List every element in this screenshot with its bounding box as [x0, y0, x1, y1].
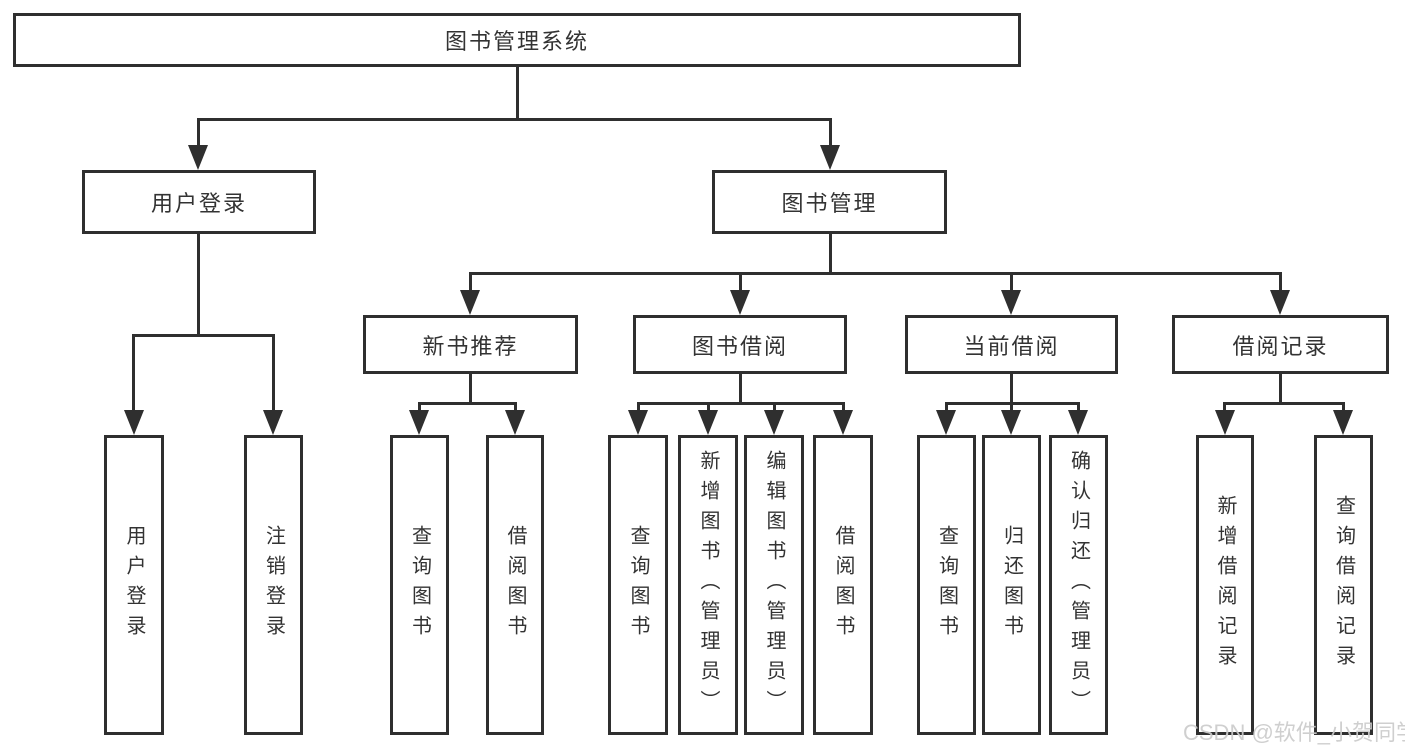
connector-drop-borrow-record [1279, 272, 1282, 294]
connector-level3-bus [469, 272, 1282, 275]
connector-drop-cb-confirm [1077, 402, 1080, 414]
node-new-book-recommend-label: 新书推荐 [422, 333, 519, 359]
node-cb-confirm-return-label: 确认归还（管理员） [1067, 450, 1090, 720]
node-current-borrow-label: 当前借阅 [963, 333, 1060, 359]
connector-drop-book-management [829, 118, 832, 148]
node-bb-query-book: 查询图书 [608, 435, 668, 735]
node-bb-edit-book-label: 编辑图书（管理员） [763, 450, 785, 720]
connector-drop-leaf-user-login [132, 334, 135, 414]
node-rec-query-book-label: 查询图书 [408, 525, 431, 645]
connector-drop-bb-borrow [842, 402, 845, 414]
node-cb-confirm-return: 确认归还（管理员） [1049, 435, 1108, 735]
node-book-management-label: 图书管理 [781, 191, 878, 216]
node-rec-borrow-book-label: 借阅图书 [504, 525, 526, 645]
connector-drop-user-login [197, 118, 200, 148]
arrow-down-icon [1068, 410, 1088, 435]
arrow-down-icon [124, 410, 144, 435]
arrow-down-icon [263, 410, 283, 435]
node-root-label: 图书管理系统 [444, 29, 589, 54]
node-book-borrow-label: 图书借阅 [691, 333, 788, 359]
arrow-down-icon [409, 410, 429, 435]
node-user-login-label: 用户登录 [150, 191, 247, 216]
connector-drop-cb-return [1010, 402, 1013, 414]
node-leaf-user-login: 用户登录 [104, 435, 164, 735]
node-br-query-record-label: 查询借阅记录 [1332, 495, 1355, 675]
arrow-down-icon [698, 410, 718, 435]
arrow-down-icon [730, 290, 750, 315]
node-borrow-record-label: 借阅记录 [1232, 333, 1329, 359]
node-root: 图书管理系统 [13, 13, 1021, 67]
connector-user-login-stem [197, 234, 200, 337]
node-user-login: 用户登录 [82, 170, 316, 234]
arrow-down-icon [820, 145, 840, 170]
node-bb-borrow-book: 借阅图书 [813, 435, 873, 735]
node-br-query-record: 查询借阅记录 [1314, 435, 1373, 735]
connector-new-book-recommend-stem [469, 374, 472, 404]
arrow-down-icon [764, 410, 784, 435]
node-rec-borrow-book: 借阅图书 [486, 435, 544, 735]
connector-drop-new-book-recommend [469, 272, 472, 294]
arrow-down-icon [1333, 410, 1353, 435]
arrow-down-icon [505, 410, 525, 435]
arrow-down-icon [1215, 410, 1235, 435]
node-br-add-record: 新增借阅记录 [1196, 435, 1254, 735]
connector-br-bus [1223, 402, 1345, 405]
connector-drop-cb-query [945, 402, 948, 414]
connector-drop-bb-edit [773, 402, 776, 414]
node-book-management: 图书管理 [712, 170, 947, 234]
connector-drop-current-borrow [1010, 272, 1013, 294]
arrow-down-icon [1270, 290, 1290, 315]
connector-drop-rec-borrow [514, 402, 517, 414]
connector-bb-bus [637, 402, 845, 405]
node-rec-query-book: 查询图书 [390, 435, 449, 735]
connector-current-borrow-stem [1010, 374, 1013, 404]
connector-book-borrow-stem [739, 374, 742, 404]
connector-root-stem [516, 65, 519, 121]
node-new-book-recommend: 新书推荐 [363, 315, 578, 374]
connector-drop-leaf-logout [272, 334, 275, 414]
watermark-text: CSDN @软件_小贺同学 [1183, 720, 1405, 745]
node-bb-add-book: 新增图书（管理员） [678, 435, 738, 735]
connector-drop-bb-add [707, 402, 710, 414]
node-cb-return-book: 归还图书 [982, 435, 1041, 735]
node-bb-query-book-label: 查询图书 [627, 525, 649, 645]
node-leaf-logout: 注销登录 [244, 435, 303, 735]
node-cb-query-book-label: 查询图书 [935, 525, 958, 645]
connector-borrow-record-stem [1279, 374, 1282, 404]
node-br-add-record-label: 新增借阅记录 [1214, 495, 1236, 675]
connector-user-login-bus [132, 334, 275, 337]
node-borrow-record: 借阅记录 [1172, 315, 1389, 374]
arrow-down-icon [628, 410, 648, 435]
node-current-borrow: 当前借阅 [905, 315, 1118, 374]
node-leaf-logout-label: 注销登录 [262, 525, 285, 645]
node-bb-add-book-label: 新增图书（管理员） [697, 450, 719, 720]
connector-drop-rec-query [418, 402, 421, 414]
connector-level2-bus [197, 118, 832, 121]
arrow-down-icon [1001, 290, 1021, 315]
node-leaf-user-login-label: 用户登录 [123, 525, 145, 645]
node-bb-edit-book: 编辑图书（管理员） [744, 435, 804, 735]
arrow-down-icon [188, 145, 208, 170]
connector-drop-book-borrow [739, 272, 742, 294]
arrow-down-icon [936, 410, 956, 435]
node-cb-query-book: 查询图书 [917, 435, 976, 735]
node-bb-borrow-book-label: 借阅图书 [832, 525, 854, 645]
connector-drop-bb-query [637, 402, 640, 414]
arrow-down-icon [460, 290, 480, 315]
arrow-down-icon [833, 410, 853, 435]
connector-drop-br-query [1342, 402, 1345, 414]
node-cb-return-book-label: 归还图书 [1000, 525, 1023, 645]
connector-rec-bus [418, 402, 517, 405]
node-book-borrow: 图书借阅 [633, 315, 847, 374]
arrow-down-icon [1001, 410, 1021, 435]
connector-book-management-stem [829, 234, 832, 275]
connector-drop-br-add [1223, 402, 1226, 414]
